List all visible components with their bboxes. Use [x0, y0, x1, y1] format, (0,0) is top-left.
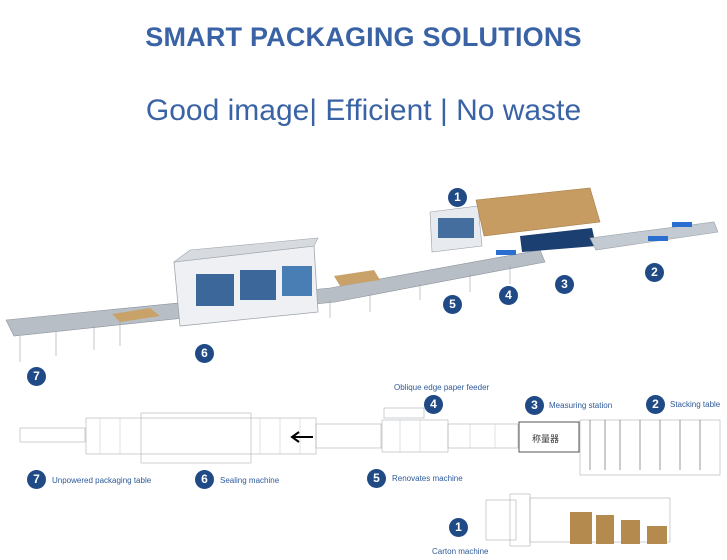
render-badge-3: 3 [555, 275, 574, 294]
label-renovates-machine: Renovates machine [392, 474, 463, 483]
label-oblique-edge-paper-feeder: Oblique edge paper feeder [394, 383, 490, 392]
label-measuring-station: Measuring station [549, 401, 613, 410]
page-title: SMART PACKAGING SOLUTIONS [145, 22, 582, 52]
label-stacking-table: Stacking table [670, 400, 721, 409]
plan-badge-1: 1 [449, 518, 468, 537]
render-badge-6: 6 [195, 344, 214, 363]
sealing-machine-render [172, 237, 319, 327]
page-subtitle: Good image| Efficient | No waste [145, 94, 582, 127]
flow-arrow-icon [290, 431, 313, 443]
plan-badge-5: 5 [367, 469, 386, 488]
render-badge-1: 1 [448, 188, 467, 207]
plan-badge-6: 6 [195, 470, 214, 489]
plan-badge-4: 4 [424, 395, 443, 414]
render-badge-4: 4 [499, 286, 518, 305]
drawing-text: 称量器 [532, 435, 560, 445]
plan-view-drawing [19, 407, 721, 547]
label-unpowered-packaging-table: Unpowered packaging table [52, 476, 152, 485]
render-badge-7: 7 [27, 367, 46, 386]
carton-machine-render [429, 187, 601, 253]
render-badge-2: 2 [645, 263, 664, 282]
label-carton-machine: Carton machine [432, 547, 489, 556]
plan-badge-2: 2 [646, 395, 665, 414]
render-badge-5: 5 [443, 295, 462, 314]
plan-badge-3: 3 [525, 396, 544, 415]
label-sealing-machine: Sealing machine [220, 476, 280, 485]
plan-cartons [570, 512, 667, 544]
plan-badge-7: 7 [27, 470, 46, 489]
